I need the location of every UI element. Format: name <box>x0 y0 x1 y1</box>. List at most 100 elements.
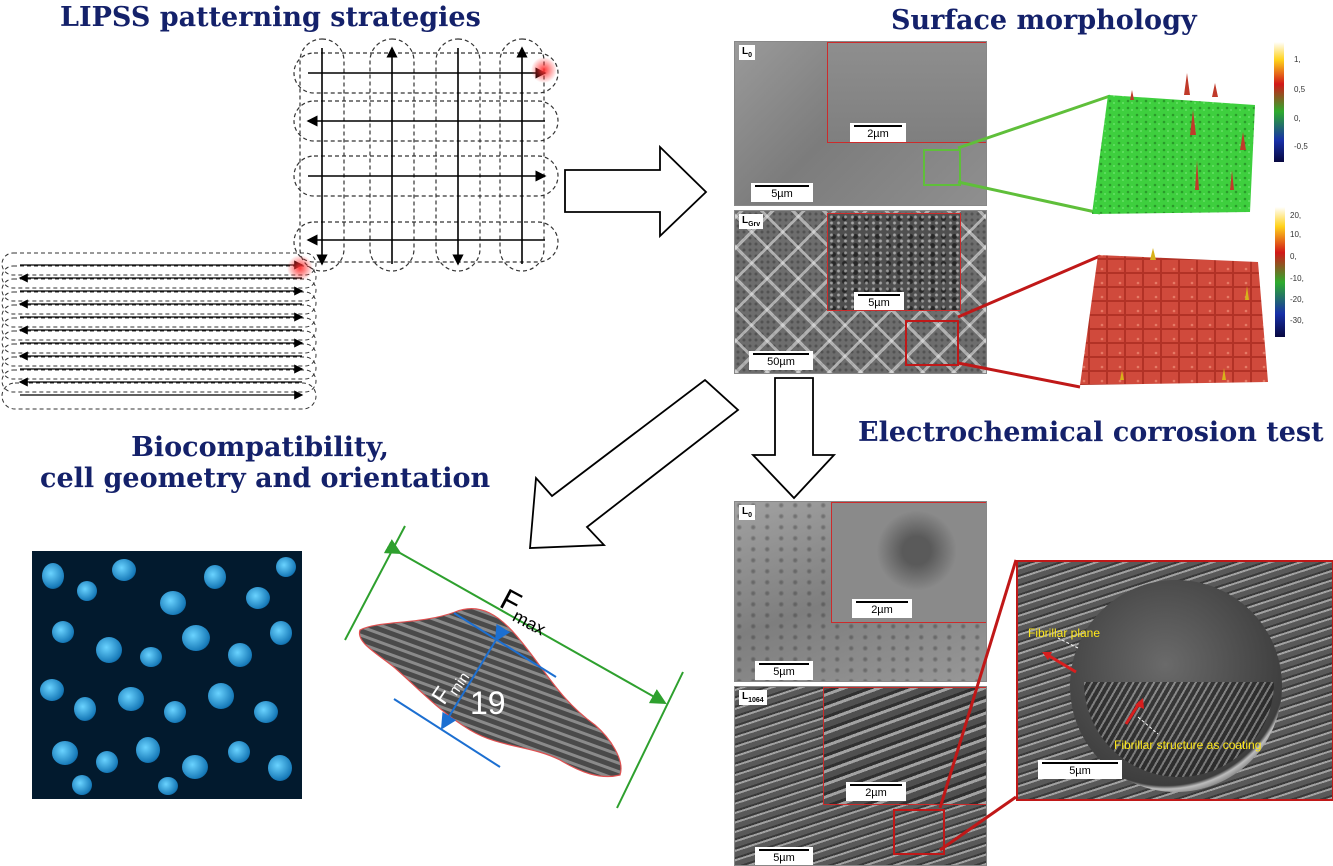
crosshatch-track <box>293 221 559 263</box>
surface-plot-red <box>1080 255 1268 385</box>
laser-spot-icon <box>531 57 557 83</box>
callout-arrows <box>1042 637 1159 735</box>
fmin-arrow <box>440 623 511 730</box>
connector-line <box>938 559 1018 809</box>
heading-bio-line1: Biocompatibility, <box>131 432 389 463</box>
crosshatch-track <box>293 155 559 197</box>
callout-fibrillar-structure: Fibrillar structure as coating <box>1114 738 1262 752</box>
fluorescence-micrograph <box>32 551 302 799</box>
sem-label: L0 <box>739 45 756 60</box>
crosshatch-scan-lines <box>306 46 547 266</box>
red-arrowhead-icon <box>1042 652 1052 660</box>
colorbar-tick: 0, <box>1294 114 1301 123</box>
fmax-boundary <box>616 671 684 809</box>
heading-bio-line2: cell geometry and orientation <box>40 463 491 495</box>
scale-bar: 5µm <box>755 661 813 680</box>
red-arrow-icon <box>1045 652 1077 674</box>
cell-nucleus <box>136 737 160 763</box>
cell-nucleus <box>52 621 74 643</box>
raster-track <box>1 356 317 380</box>
selection-box <box>905 320 959 366</box>
selection-box <box>893 809 945 855</box>
surface-plot-green <box>1092 95 1255 214</box>
selection-box <box>923 149 961 186</box>
cell-nucleus <box>158 777 178 795</box>
cell-nucleus <box>74 697 96 721</box>
sem-image-pit-zoom: Fibrillar plane Fibrillar structure as c… <box>1016 560 1333 801</box>
colorbar-tick: 0, <box>1290 252 1297 261</box>
red-arrowhead-icon <box>1135 698 1144 709</box>
cell-nucleus <box>96 637 122 663</box>
callout-fibrillar-plane: Fibrillar plane <box>1028 626 1101 640</box>
sem-inset: 2µm <box>827 42 986 143</box>
cell-nucleus <box>112 559 136 581</box>
sem-image-lgrv: LGrv 5µm 50µm <box>734 210 987 374</box>
connector-line <box>957 361 1081 389</box>
cell-nucleus <box>140 647 162 667</box>
cell-nucleus <box>182 625 210 651</box>
raster-track <box>1 265 317 289</box>
colorbar-bottom <box>1275 207 1285 337</box>
scale-bar: 5µm <box>854 292 904 310</box>
raster-scan-lines <box>18 260 304 400</box>
sem-image-l0-corroded: L0 2µm 5µm <box>734 501 987 682</box>
cell-number: 19 <box>470 685 506 721</box>
sem-label: L0 <box>739 505 756 520</box>
connector-line <box>957 94 1111 150</box>
sem-inset: 2µm <box>831 502 986 623</box>
scale-bar: 5µm <box>1038 760 1122 779</box>
cell-nucleus <box>72 775 92 795</box>
heading-corrosion-test: Electrochemical corrosion test <box>858 417 1324 448</box>
cell-nucleus <box>96 751 118 773</box>
cell-nucleus <box>228 643 252 667</box>
colorbar-top <box>1274 42 1284 162</box>
scale-bar: 50µm <box>749 351 813 370</box>
cell-nucleus <box>118 687 144 711</box>
raster-track <box>1 304 317 328</box>
laser-spot-icon <box>287 255 313 281</box>
sem-inset: 5µm <box>827 213 961 311</box>
raster-track <box>1 317 317 341</box>
crosshatch-track <box>499 38 545 272</box>
raster-track <box>1 369 317 393</box>
cell-nucleus <box>270 621 292 645</box>
arrow-down-icon <box>750 377 837 500</box>
sem-label: LGrv <box>739 214 764 229</box>
cell-nucleus <box>204 565 226 589</box>
cell-nucleus <box>228 741 250 763</box>
raster-track <box>1 343 317 367</box>
sem-label: L1064 <box>739 690 767 705</box>
cell-nucleus <box>40 679 64 701</box>
crosshatch-track <box>293 52 559 94</box>
raster-track <box>1 382 317 410</box>
dashed-leader <box>1137 716 1159 735</box>
connector-line <box>957 180 1101 215</box>
cell-nucleus <box>246 587 270 609</box>
colorbar-tick: 1, <box>1294 55 1301 64</box>
scale-bar: 5µm <box>751 183 813 202</box>
crosshatch-pattern <box>293 38 559 272</box>
raster-pattern <box>1 252 317 410</box>
heading-biocompatibility: Biocompatibility, cell geometry and orie… <box>40 432 491 495</box>
colorbar-tick: -30, <box>1290 316 1304 325</box>
connector-line <box>939 795 1017 852</box>
colorbar-tick: -20, <box>1290 295 1304 304</box>
colorbar-tick: 20, <box>1290 211 1302 220</box>
colorbar-tick: 10, <box>1290 230 1302 239</box>
colorbar-tick: 0,5 <box>1294 85 1306 94</box>
crosshatch-track <box>369 38 415 272</box>
heading-lipss: LIPSS patterning strategies <box>60 2 481 33</box>
cell-nucleus <box>160 591 186 615</box>
colorbar-tick: -0,5 <box>1294 142 1308 151</box>
colorbar-tick: -10, <box>1290 274 1304 283</box>
scale-bar: 2µm <box>850 123 906 142</box>
crosshatch-track <box>435 38 481 272</box>
scale-bar: 2µm <box>846 782 906 801</box>
scale-bar: 5µm <box>755 847 813 865</box>
raster-track <box>1 252 317 276</box>
heading-surface-morphology: Surface morphology <box>891 5 1197 36</box>
